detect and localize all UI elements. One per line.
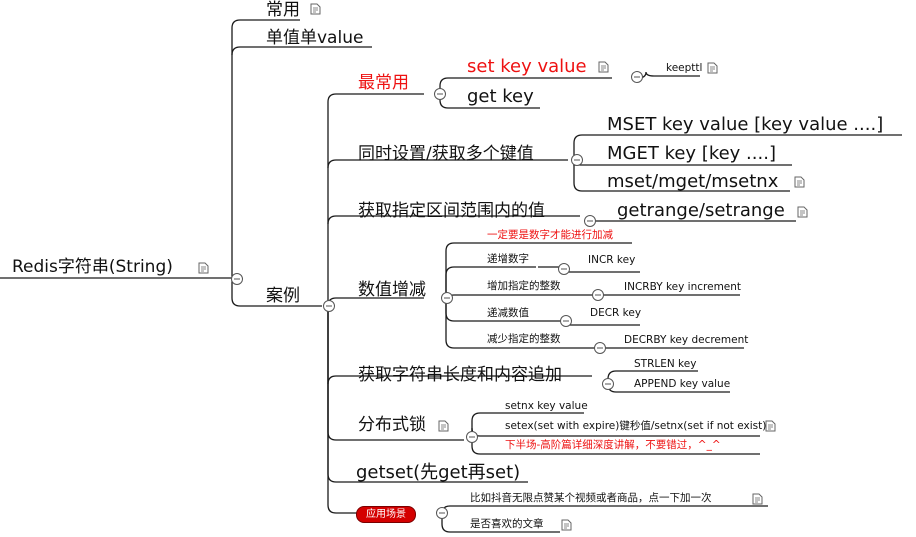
topic-mget[interactable]: MGET key [key ....]: [607, 143, 776, 164]
note-numbers-only[interactable]: 一定要是数字才能进行加减: [487, 229, 613, 241]
note-icon[interactable]: [707, 62, 718, 74]
topic-get-key[interactable]: get key: [467, 86, 534, 107]
topic-append-cmd[interactable]: APPEND key value: [634, 378, 731, 390]
topic-most-used[interactable]: 最常用: [358, 73, 409, 93]
topic-range[interactable]: 获取指定区间范围内的值: [358, 201, 545, 221]
root-topic[interactable]: Redis字符串(String): [12, 257, 173, 277]
note-icon[interactable]: [198, 262, 209, 274]
topic-decr-label[interactable]: 递减数值: [487, 307, 529, 319]
note-icon[interactable]: [797, 206, 808, 218]
note-icon[interactable]: [438, 420, 449, 432]
note-advanced[interactable]: 下半场-高阶篇详细深度讲解，不要错过，^_^: [505, 439, 721, 451]
topic-cases[interactable]: 案例: [266, 286, 300, 306]
topic-incr-label[interactable]: 递增数字: [487, 253, 529, 265]
topic-strlen-append[interactable]: 获取字符串长度和内容追加: [358, 365, 562, 385]
note-icon[interactable]: [752, 493, 763, 505]
topic-incr-cmd[interactable]: INCR key: [588, 254, 636, 266]
topic-common[interactable]: 常用: [266, 0, 300, 20]
collapse-minus-icon[interactable]: [231, 71, 643, 519]
topic-distributed-lock[interactable]: 分布式锁: [358, 415, 426, 435]
topic-incrby-cmd[interactable]: INCRBY key increment: [624, 281, 742, 293]
note-icon[interactable]: [310, 3, 321, 15]
topic-multi-keys[interactable]: 同时设置/获取多个键值: [358, 144, 534, 164]
topic-msetnx[interactable]: mset/mget/msetnx: [607, 171, 779, 192]
note-icon[interactable]: [794, 176, 805, 188]
note-icon[interactable]: [765, 420, 776, 432]
topic-strlen-cmd[interactable]: STRLEN key: [634, 358, 697, 370]
topic-scenario-like[interactable]: 比如抖音无限点赞某个视频或者商品，点一下加一次: [470, 492, 712, 504]
topic-getrange[interactable]: getrange/setrange: [617, 200, 785, 221]
note-icon[interactable]: [561, 519, 572, 531]
topic-setnx-cmd[interactable]: setnx key value: [505, 400, 588, 412]
topic-keepttl[interactable]: keepttl: [666, 62, 703, 74]
topic-setex-cmd[interactable]: setex(set with expire)键秒值/setnx(set if n…: [505, 420, 767, 432]
topic-scenario[interactable]: 应用场景: [356, 506, 416, 523]
topic-decrby-label[interactable]: 减少指定的整数: [487, 333, 561, 345]
topic-decrby-cmd[interactable]: DECRBY key decrement: [624, 334, 749, 346]
topic-mset[interactable]: MSET key value [key value ....]: [607, 114, 884, 135]
topic-incr-decr[interactable]: 数值增减: [358, 280, 426, 300]
topic-single-value[interactable]: 单值单value: [266, 28, 364, 48]
topic-incrby-label[interactable]: 增加指定的整数: [487, 280, 561, 292]
topic-getset[interactable]: getset(先get再set): [356, 462, 521, 483]
topic-scenario-favorite[interactable]: 是否喜欢的文章: [470, 518, 544, 530]
topic-decr-cmd[interactable]: DECR key: [590, 307, 642, 319]
topic-set-key-value[interactable]: set key value: [467, 56, 587, 77]
note-icon[interactable]: [598, 61, 609, 73]
